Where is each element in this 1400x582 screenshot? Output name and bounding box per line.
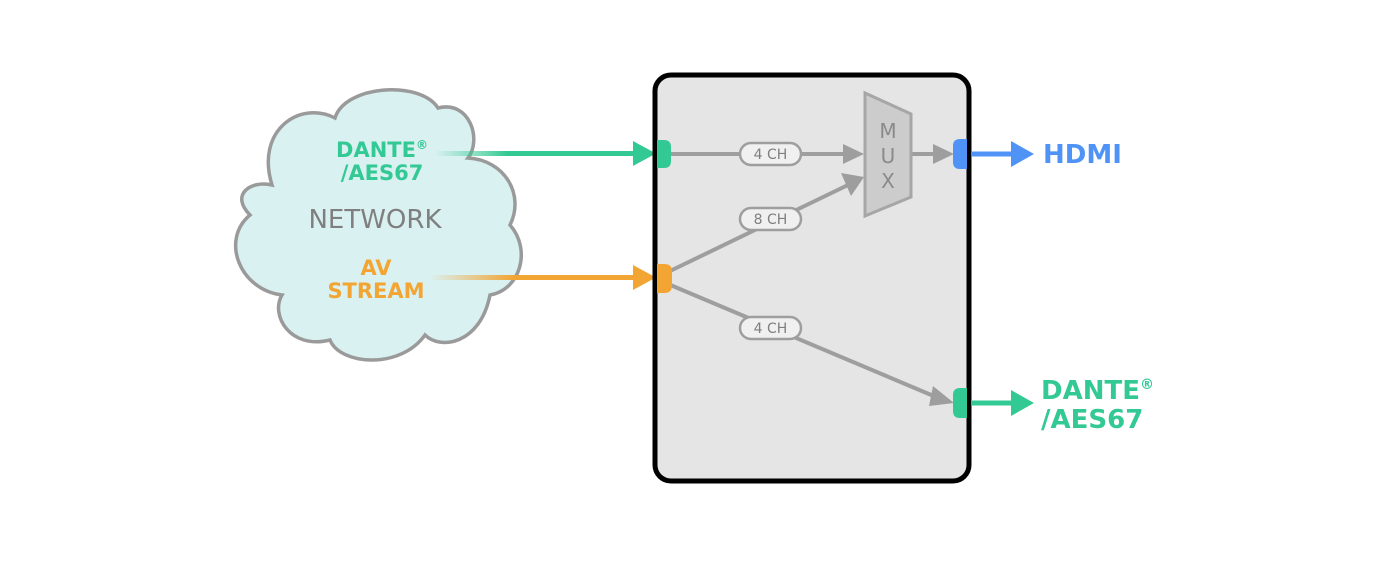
channel-badge-av-to-mux: 8 CH [738, 206, 803, 232]
network-dante-label: DANTE® [336, 138, 428, 162]
hdmi-output-arrow [971, 141, 1034, 167]
dante-output-label: DANTE® [1041, 376, 1154, 406]
mux-letter-u: U [881, 144, 896, 168]
network-av-label: AV [360, 256, 392, 280]
channel-badge-av-to-dante-out: 4 CH [738, 315, 803, 341]
svg-text:8 CH: 8 CH [754, 212, 788, 228]
av-input-port [657, 264, 672, 293]
mux-letter-x: X [881, 169, 895, 193]
svg-text:4 CH: 4 CH [754, 147, 788, 163]
hdmi-output-label: HDMI [1043, 140, 1122, 170]
mux-block: M U X [863, 90, 913, 219]
mux-letter-m: M [879, 119, 896, 143]
channel-badge-dante-to-mux: 4 CH [738, 141, 803, 167]
internal-path-av-to-dante-out [667, 282, 954, 406]
hdmi-output-port [953, 139, 967, 169]
cloud-shape [233, 88, 524, 362]
aes67-output-label: /AES67 [1041, 405, 1143, 435]
av-input-arrow [430, 265, 656, 290]
network-cloud: DANTE® /AES67 NETWORK AV STREAM [233, 88, 524, 362]
dante-output-port [953, 388, 967, 418]
dante-input-port [657, 140, 671, 168]
network-stream-label: STREAM [327, 279, 424, 303]
network-aes67-label: /AES67 [341, 161, 424, 185]
dante-output-arrow [971, 390, 1034, 416]
internal-path-mux-to-hdmi [910, 144, 954, 164]
svg-text:4 CH: 4 CH [754, 321, 788, 337]
network-label: NETWORK [308, 205, 442, 235]
device-box [652, 72, 972, 484]
dante-input-arrow [435, 141, 656, 166]
